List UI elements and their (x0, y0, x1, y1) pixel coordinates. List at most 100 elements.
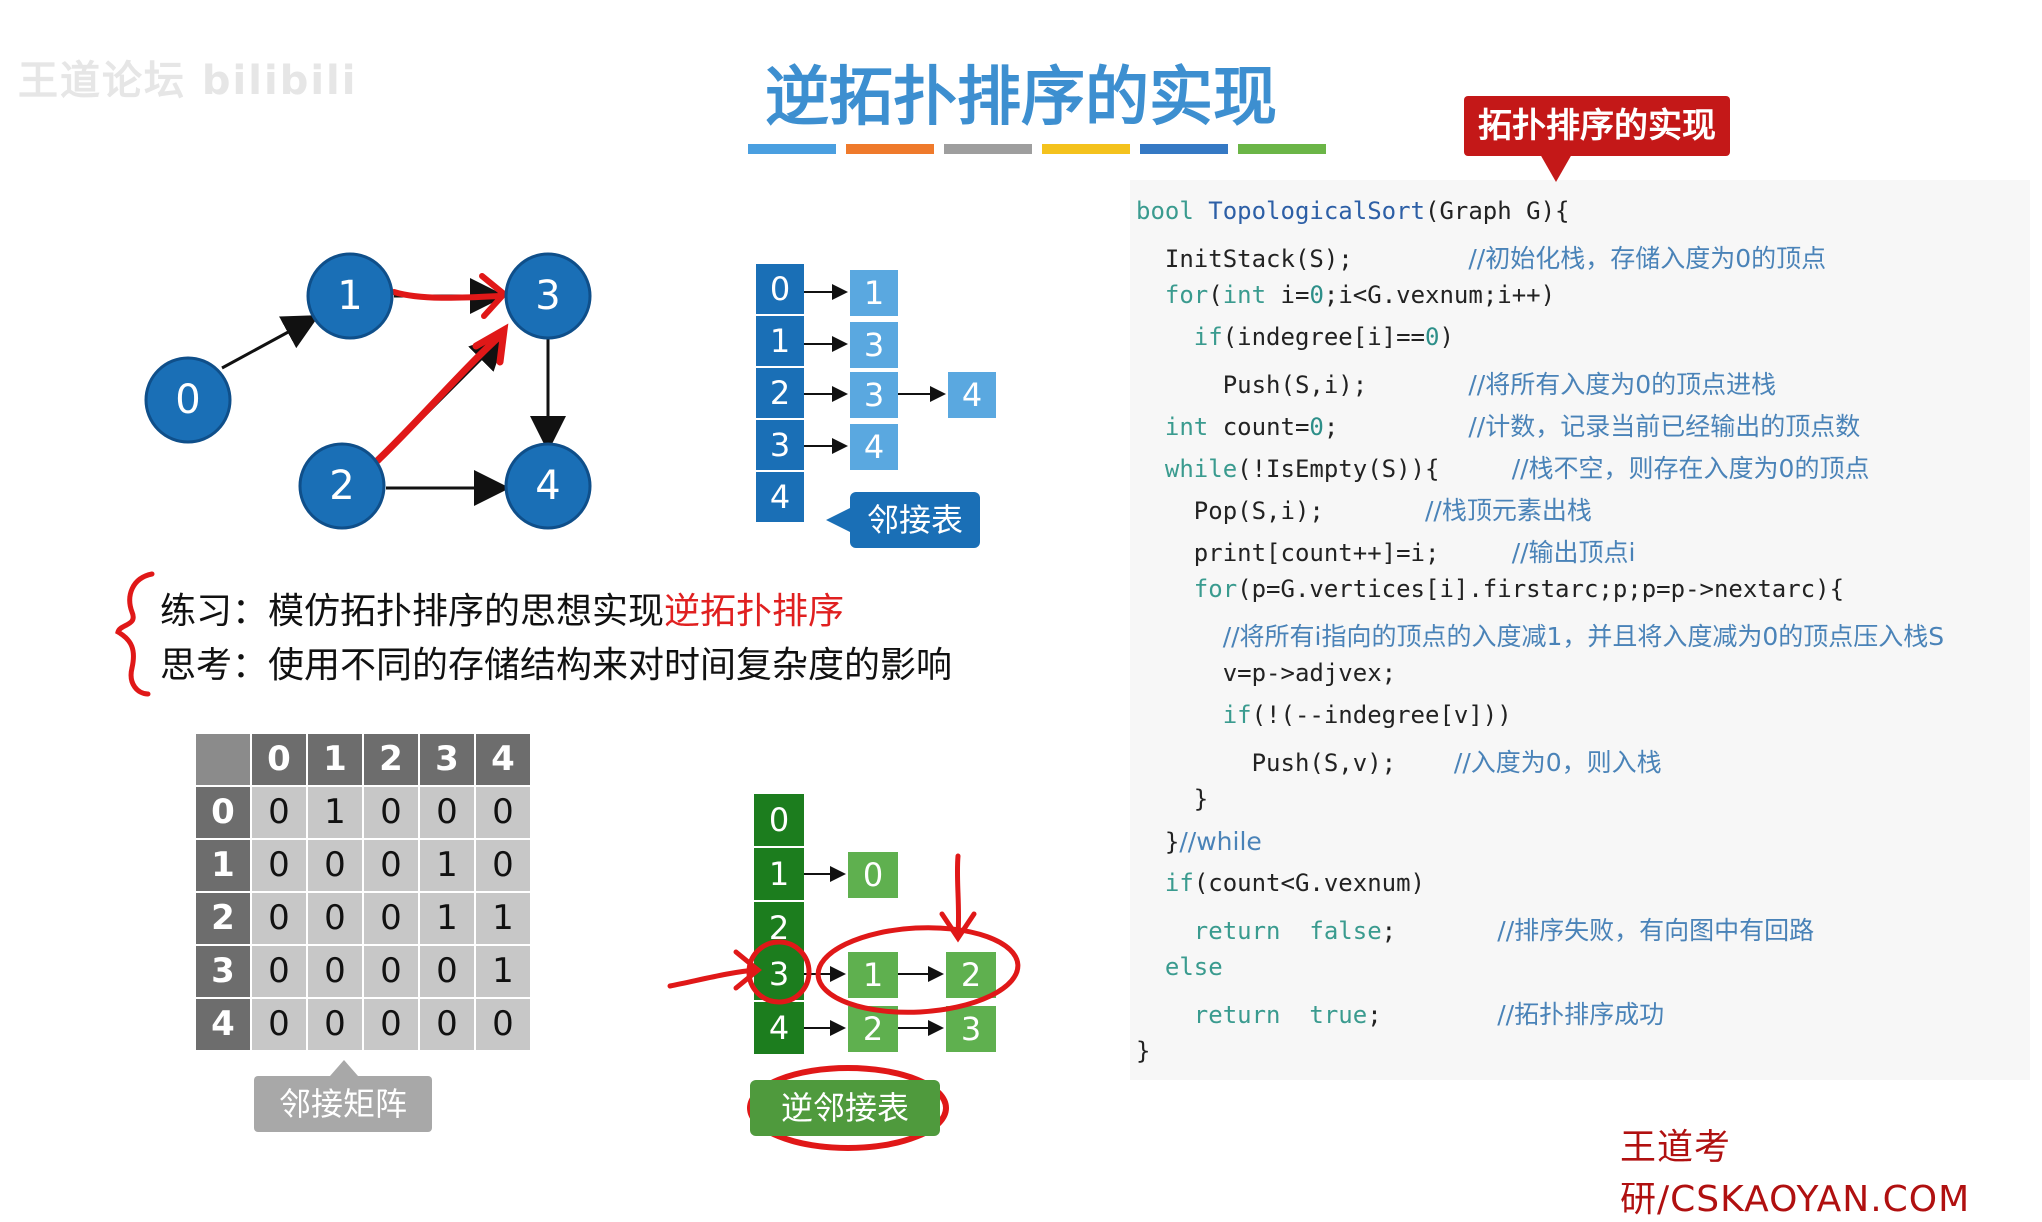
matrix-row-header: 0 (196, 787, 250, 838)
matrix-row-header: 3 (196, 946, 250, 997)
matrix-cell: 1 (476, 893, 530, 944)
reverse-list-arrows (667, 853, 1021, 1151)
node-label-4: 4 (535, 463, 560, 509)
title-bar-4 (1042, 144, 1130, 154)
matrix-cell: 0 (476, 840, 530, 891)
matrix-cell: 0 (476, 999, 530, 1050)
matrix-col-header: 0 (252, 734, 306, 785)
revadj-vertex-0: 0 (754, 794, 804, 846)
note-practice-highlight: 逆拓扑排序 (664, 591, 845, 632)
code-line: v=p->adjvex; (1222, 659, 1397, 687)
note-practice: 练习：模仿拓扑排序的思想实现逆拓扑排序 (160, 582, 844, 634)
matrix-cell: 0 (308, 840, 362, 891)
callout-pointer (1540, 154, 1572, 182)
matrix-cell: 0 (420, 946, 474, 997)
matrix-row-header: 4 (196, 999, 250, 1050)
matrix-col-header: 3 (420, 734, 474, 785)
red-mark-edge-1-3 (391, 273, 509, 319)
code-line: while(!IsEmpty(S)){ //栈不空，则存在入度为0的顶点 (1164, 454, 1870, 483)
matrix-cell: 0 (364, 787, 418, 838)
red-brace-mark (115, 571, 155, 697)
matrix-label-pointer (330, 1060, 358, 1076)
revadj-node-4-1: 3 (946, 1006, 996, 1052)
watermark: 王道论坛 bilibili (18, 58, 358, 104)
adjacency-list-arrows (804, 284, 946, 532)
adj-vertex-3: 3 (756, 420, 804, 470)
matrix-cell: 1 (420, 840, 474, 891)
page-title: 逆拓扑排序的实现 (765, 61, 1277, 135)
revadj-vertex-4: 4 (754, 1002, 804, 1054)
code-line: } (1136, 1037, 1151, 1065)
node-label-1: 1 (337, 273, 362, 319)
adj-vertex-1: 1 (756, 316, 804, 366)
code-line: if(!(--indegree[v])) (1222, 701, 1512, 729)
adj-vertex-0: 0 (756, 264, 804, 314)
code-panel (1130, 180, 2030, 1080)
title-bar-5 (1140, 144, 1228, 154)
code-line: return false; //排序失败，有向图中有回路 (1193, 916, 1815, 945)
code-line: int count=0; //计数，记录当前已经输出的顶点数 (1164, 412, 1861, 441)
code-line: else (1164, 953, 1223, 981)
code-line: for(int i=0;i<G.vexnum;i++) (1164, 281, 1556, 309)
revadj-vertex-3: 3 (754, 948, 804, 1000)
code-line: Pop(S,i); //栈顶元素出栈 (1193, 496, 1592, 525)
matrix-cell: 0 (252, 946, 306, 997)
code-line: if(count<G.vexnum) (1164, 869, 1425, 897)
revadj-vertex-1: 1 (754, 848, 804, 900)
adj-node-1-0: 3 (850, 322, 898, 368)
adj-vertex-4: 4 (756, 472, 804, 522)
red-mark-edge-2-3 (372, 323, 509, 466)
matrix-cell: 0 (308, 999, 362, 1050)
callout-topological-sort: 拓扑排序的实现 (1464, 96, 1730, 156)
matrix-cell: 0 (420, 787, 474, 838)
label-adjacency-list: 邻接表 (850, 492, 980, 548)
edge-0-1 (221, 315, 320, 370)
matrix-corner (196, 734, 250, 785)
revadj-node-3-1: 2 (946, 952, 996, 998)
graph-node-2: 2 (298, 442, 386, 530)
note-think: 思考：使用不同的存储结构来对时间复杂度的影响 (160, 645, 953, 686)
matrix-cell: 0 (308, 946, 362, 997)
matrix-cell: 1 (476, 946, 530, 997)
code-line: //将所有i指向的顶点的入度减1，并且将入度减为0的顶点压入栈S (1222, 622, 1945, 651)
title-bar-6 (1238, 144, 1326, 154)
graph-node-0: 0 (144, 356, 232, 444)
graph-node-1: 1 (306, 252, 394, 340)
matrix-cell: 0 (364, 999, 418, 1050)
matrix-cell: 0 (364, 840, 418, 891)
code-line: } (1193, 785, 1209, 813)
adj-node-2-1: 4 (948, 372, 996, 418)
graph-node-4: 4 (504, 442, 592, 530)
matrix-col-header: 1 (308, 734, 362, 785)
matrix-cell: 0 (252, 893, 306, 944)
matrix-row-header: 1 (196, 840, 250, 891)
code-line: print[count++]=i; //输出顶点i (1193, 538, 1636, 567)
graph-node-3: 3 (504, 252, 592, 340)
adj-node-2-0: 3 (850, 372, 898, 418)
matrix-cell: 0 (476, 787, 530, 838)
code-line: }//while (1164, 827, 1262, 856)
matrix-cell: 0 (308, 893, 362, 944)
matrix-cell: 0 (252, 999, 306, 1050)
adj-node-0-0: 1 (850, 270, 898, 316)
code-line: Push(S,i); //将所有入度为0的顶点进栈 (1222, 370, 1777, 399)
label-reverse-adjacency-list: 逆邻接表 (750, 1080, 940, 1136)
node-label-3: 3 (535, 273, 560, 319)
note-practice-text: 练习：模仿拓扑排序的思想实现 (160, 591, 665, 632)
directed-graph: 0 1 2 3 4 (144, 252, 592, 530)
revadj-node-3-0: 1 (848, 952, 898, 998)
adj-node-3-0: 4 (850, 424, 898, 470)
label-adjacency-matrix: 邻接矩阵 (254, 1076, 432, 1132)
matrix-cell: 0 (252, 840, 306, 891)
code-line: InitStack(S); //初始化栈，存储入度为0的顶点 (1164, 244, 1827, 273)
matrix-col-header: 4 (476, 734, 530, 785)
revadj-node-1-0: 0 (848, 852, 898, 898)
matrix-cell: 0 (364, 946, 418, 997)
code-line: Push(S,v); //入度为0，则入栈 (1251, 748, 1662, 777)
code-line: for(p=G.vertices[i].firstarc;p;p=p->next… (1193, 575, 1845, 603)
title-bar-1 (748, 144, 836, 154)
matrix-cell: 0 (252, 787, 306, 838)
matrix-cell: 0 (420, 999, 474, 1050)
matrix-col-header: 2 (364, 734, 418, 785)
title-bar-3 (944, 144, 1032, 154)
